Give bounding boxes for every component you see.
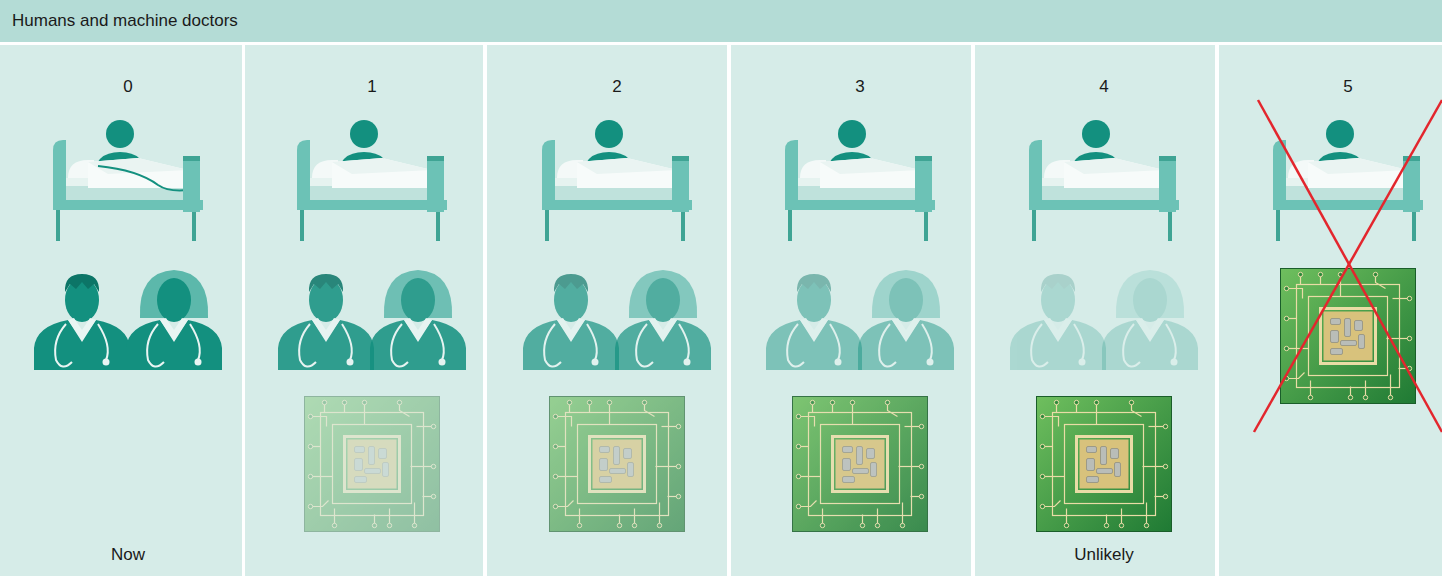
female-doctor bbox=[126, 270, 222, 370]
stage-panel: 1 bbox=[245, 45, 483, 576]
stage-panel: 4Unlikely bbox=[975, 45, 1215, 576]
male-doctor bbox=[34, 274, 130, 370]
stage-note: Now bbox=[28, 545, 228, 565]
panel-ground bbox=[731, 45, 971, 576]
panel-ground bbox=[0, 45, 242, 576]
female-doctor bbox=[1102, 270, 1198, 370]
male-doctor bbox=[278, 274, 374, 370]
ai-chip bbox=[1037, 397, 1172, 532]
stage-number: 5 bbox=[1248, 77, 1442, 97]
patient-bed bbox=[1273, 120, 1423, 241]
header-band bbox=[0, 0, 1442, 42]
male-doctor bbox=[766, 274, 862, 370]
patient-bed bbox=[785, 120, 935, 241]
panel-ground bbox=[1219, 45, 1442, 576]
patient-bed bbox=[297, 120, 447, 241]
stage-panel: 5 bbox=[1219, 45, 1442, 576]
female-doctor bbox=[370, 270, 466, 370]
male-doctor bbox=[1010, 274, 1106, 370]
panel-ground bbox=[487, 45, 727, 576]
stage-number: 3 bbox=[760, 77, 960, 97]
panel-ground bbox=[245, 45, 483, 576]
panel-ground bbox=[975, 45, 1215, 576]
stage-number: 0 bbox=[28, 77, 228, 97]
female-doctor bbox=[615, 270, 711, 370]
patient-bed bbox=[1029, 120, 1179, 241]
ai-chip bbox=[793, 397, 928, 532]
patient-bed bbox=[53, 120, 203, 241]
stage-panel: 2 bbox=[487, 45, 727, 576]
diagram-title: Humans and machine doctors bbox=[12, 0, 238, 42]
stage-number: 2 bbox=[517, 77, 717, 97]
stage-number: 1 bbox=[272, 77, 472, 97]
ai-chip bbox=[1281, 269, 1416, 404]
ai-chip bbox=[550, 397, 685, 532]
male-doctor bbox=[523, 274, 619, 370]
patient-bed bbox=[542, 120, 692, 241]
stage-panel: 0Now bbox=[0, 45, 242, 576]
red-cross bbox=[1254, 100, 1442, 432]
stage-note: Unlikely bbox=[1004, 545, 1204, 565]
stage-panel: 3 bbox=[731, 45, 971, 576]
stage-number: 4 bbox=[1004, 77, 1204, 97]
ai-chip bbox=[305, 397, 440, 532]
female-doctor bbox=[858, 270, 954, 370]
